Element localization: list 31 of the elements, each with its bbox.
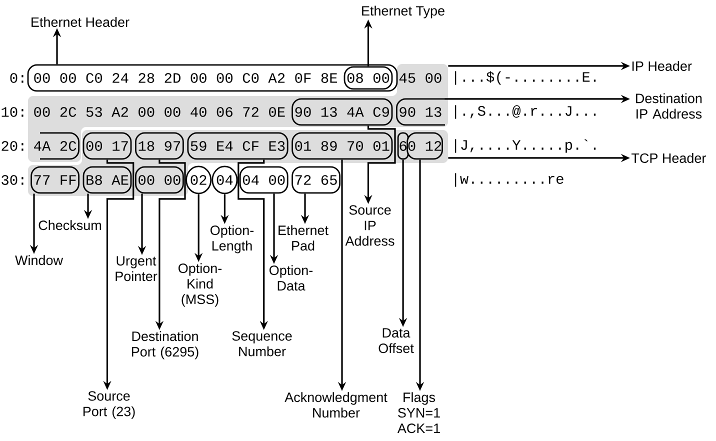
field-label: Destination Port (6295) (132, 331, 198, 360)
byte-group-outline: 90 13 (396, 98, 445, 126)
field-label: Option-Kind (MSS) (178, 263, 222, 307)
field-label: Window (15, 255, 64, 266)
field-label: Urgent Pointer (116, 256, 158, 282)
field-label: Ethernet Header (32, 17, 130, 27)
field-label: Sequence Number (232, 331, 292, 356)
ascii-dump: |w.........re (454, 173, 564, 187)
field-label: Option-Data (270, 265, 313, 291)
byte-oval: 02 (186, 166, 212, 194)
row-offset: 20: (2, 141, 24, 151)
field-label: Flags SYN=1 ACK=1 (397, 392, 440, 434)
field-label: Acknowledgment Number (284, 392, 388, 418)
field-label: Ethernet Type (362, 6, 444, 18)
row-offset: 30: (2, 175, 24, 185)
row-offset: 10: (2, 107, 24, 117)
row-offset: 0: (10, 73, 24, 83)
field-label: Destination IP Address (636, 93, 702, 119)
field-label: Source Port (23) (83, 391, 135, 419)
field-label: Option-Length (210, 225, 254, 254)
byte-oval: 04 (212, 166, 238, 194)
ascii-dump: |J,....Y.....p.`. (454, 139, 596, 153)
field-label: Ethernet Pad (278, 225, 328, 251)
field-label: Checksum (38, 220, 101, 230)
byte-group-outline: 4A 2C (34, 132, 80, 160)
ascii-dump: |...$(-........E. (454, 71, 596, 85)
field-label: Source IP Address (345, 205, 394, 246)
field-label: Data Offset (378, 328, 414, 354)
field-label: IP Header (632, 61, 692, 71)
ascii-dump: |.,S...@.r...J... (454, 105, 596, 119)
field-label: TCP Header (632, 153, 706, 163)
